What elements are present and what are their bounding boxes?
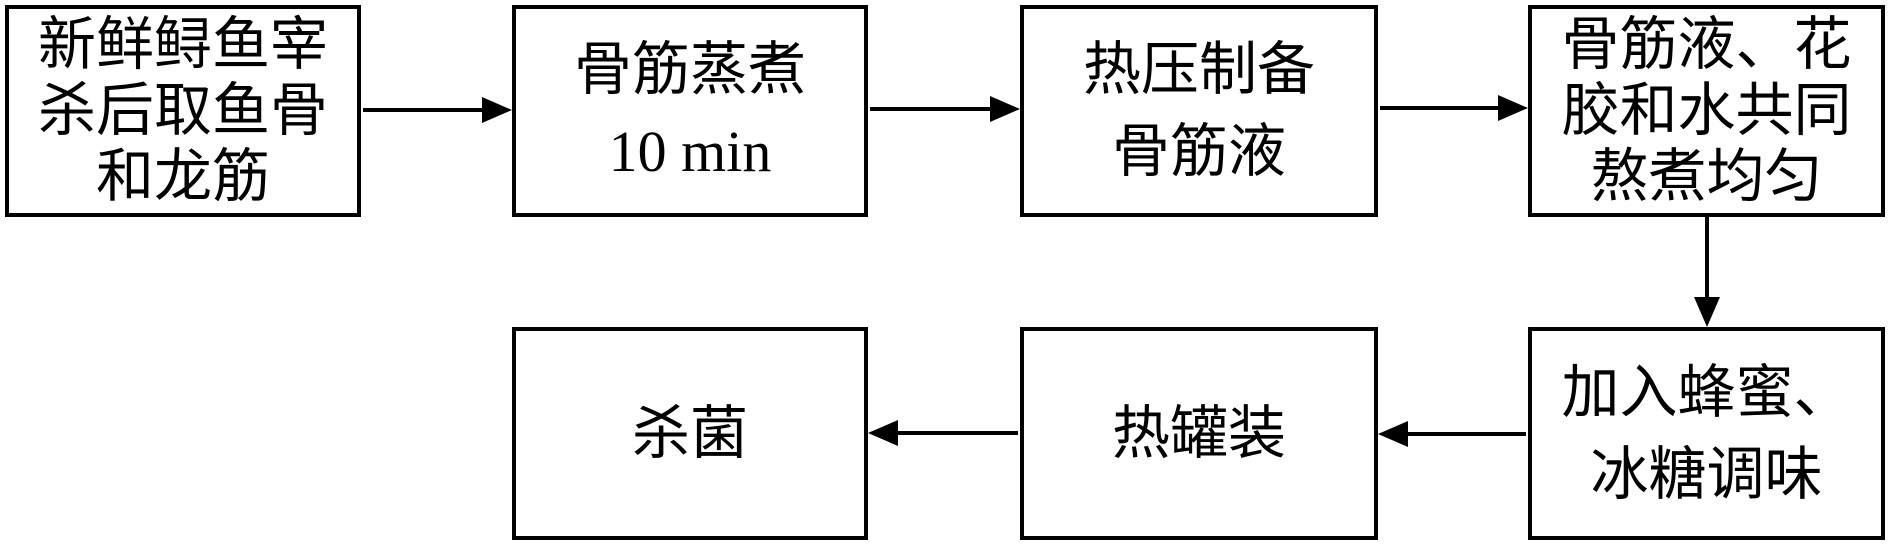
arrow-step1-to-step2-icon xyxy=(363,97,512,123)
step-steaming-box: 骨筋蒸煮 10 min xyxy=(512,5,868,217)
arrow-step3-to-step4-icon xyxy=(1380,95,1528,121)
step-hot-press-box: 热压制备 骨筋液 xyxy=(1020,5,1378,217)
step-sterilization-box: 杀菌 xyxy=(512,327,868,540)
step-boiling-box: 骨筋液、花 胶和水共同 熬煮均匀 xyxy=(1528,5,1885,217)
arrow-step5-to-step6-icon xyxy=(1378,421,1526,447)
step-seasoning-box: 加入蜂蜜、 冰糖调味 xyxy=(1528,327,1885,540)
step-raw-material-box: 新鲜鲟鱼宰 杀后取鱼骨 和龙筋 xyxy=(5,5,361,217)
arrow-step2-to-step3-icon xyxy=(870,96,1020,122)
step-hot-filling-box: 热罐装 xyxy=(1020,327,1378,540)
arrow-step4-to-step5-icon xyxy=(1694,217,1720,327)
arrow-step6-to-step7-icon xyxy=(868,420,1018,446)
